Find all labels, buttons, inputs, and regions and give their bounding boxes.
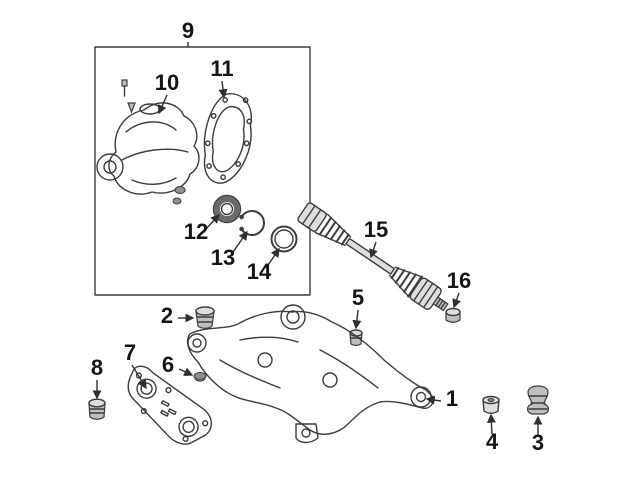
subframe-right-eye (410, 386, 432, 408)
part-8-bushing-sleeve (88, 398, 106, 420)
callout-5: 5 (352, 285, 364, 310)
callout-2: 2 (161, 303, 173, 328)
callout-13: 13 (211, 245, 235, 270)
subframe-left-eye (187, 333, 207, 353)
leader-6 (178, 367, 194, 376)
leader-lines (92, 42, 543, 435)
leader-11 (218, 80, 228, 99)
part-2-bushing (195, 306, 215, 329)
axle-shaft-bar (345, 237, 396, 276)
part-11-differential-cover (203, 93, 253, 184)
inner-cv-joint (297, 202, 327, 232)
leader-10 (157, 94, 168, 115)
leader-4 (486, 413, 496, 435)
part-13-snap-ring (239, 210, 265, 236)
callout-16: 16 (447, 268, 471, 293)
callout-7: 7 (124, 340, 136, 365)
callout-6: 6 (162, 352, 174, 377)
leader-13 (230, 230, 248, 256)
callout-10: 10 (155, 70, 179, 95)
subframe-center-bore (280, 304, 306, 330)
diff-small-plug (172, 197, 182, 205)
part-4-spacer (482, 395, 500, 414)
callout-12: 12 (184, 219, 208, 244)
part-14-ring (270, 225, 298, 253)
callout-3: 3 (532, 430, 544, 455)
leader-16 (452, 292, 461, 309)
part-12-seal (212, 194, 242, 224)
callout-11: 11 (210, 56, 233, 81)
part-6-cap (193, 372, 207, 382)
part-16-axle-nut (445, 307, 461, 323)
leader-12 (204, 214, 220, 231)
callout-15: 15 (364, 217, 388, 242)
leader-14 (265, 247, 280, 269)
callout-14: 14 (247, 259, 272, 284)
leader-5 (352, 309, 362, 330)
callout-1: 1 (446, 386, 458, 411)
part-15-axle-shaft (297, 202, 449, 312)
leader-15 (369, 241, 378, 259)
part-1-subframe (186, 304, 434, 444)
part-5-bushing (349, 329, 363, 347)
part-3-rubber-mount (526, 385, 550, 415)
diff-flange (96, 153, 124, 181)
callout-8: 8 (91, 355, 103, 380)
callout-labels: 9 10 11 12 13 14 15 16 2 5 6 7 8 1 4 3 (91, 18, 544, 455)
callout-9: 9 (182, 18, 194, 43)
small-bolt (121, 79, 128, 87)
inset-box (94, 46, 311, 296)
subframe-bottom-tab (295, 423, 319, 444)
leader-7 (131, 364, 147, 390)
leader-1 (425, 395, 442, 405)
callout-4: 4 (486, 429, 499, 454)
diff-output-stub (174, 186, 186, 194)
breather-valve (127, 102, 136, 114)
part-7-mounting-plate (127, 365, 212, 445)
inset-box-rect (94, 46, 311, 296)
part-10-differential-housing (96, 79, 200, 205)
